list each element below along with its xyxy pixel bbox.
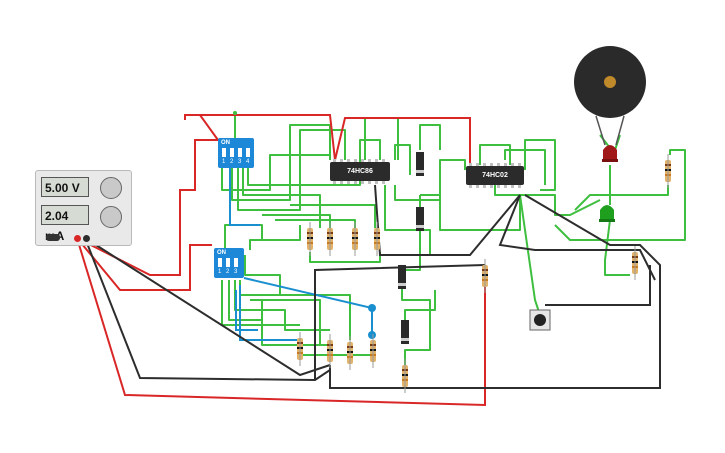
chip-74hc86[interactable]: 74HC86 — [330, 159, 390, 184]
dip-position-label: 4 — [246, 159, 250, 165]
dip-toggle[interactable] — [226, 258, 230, 267]
blue-wires — [229, 168, 373, 341]
dip-toggle[interactable] — [218, 258, 222, 267]
black-wires — [84, 184, 661, 389]
chip-pins — [333, 181, 387, 184]
chip-label: 74HC02 — [482, 172, 508, 179]
dip-on-label: ON — [217, 250, 226, 256]
push-button — [529, 309, 551, 331]
chip-pins — [469, 163, 521, 166]
red-led — [602, 145, 618, 162]
dip-position-label: 2 — [226, 269, 230, 275]
dip-toggle[interactable] — [246, 148, 250, 157]
dip-switch-3[interactable]: ON 1 2 3 — [214, 248, 244, 278]
chip-74hc02[interactable]: 74HC02 — [466, 163, 524, 188]
dip-position-label: 3 — [238, 159, 242, 165]
power-supply[interactable]: 5.00 V 2.04 mA — [35, 170, 132, 246]
current-knob[interactable] — [100, 206, 122, 228]
blue-junction — [368, 331, 376, 339]
dip-position-label: 2 — [230, 159, 234, 165]
buzzer — [574, 46, 646, 146]
chip-pins — [333, 159, 387, 162]
dip-position-label: 1 — [222, 159, 226, 165]
positive-terminal[interactable] — [74, 235, 81, 242]
voltage-display: 5.00 V — [41, 177, 89, 197]
diodes — [398, 152, 424, 344]
dip-toggle[interactable] — [222, 148, 226, 157]
blue-junction — [368, 304, 376, 312]
red-wires — [76, 114, 486, 407]
voltage-knob[interactable] — [100, 177, 122, 199]
dip-toggle[interactable] — [234, 258, 238, 267]
wire-dots — [233, 111, 237, 115]
dip-toggle[interactable] — [230, 148, 234, 157]
dip-position-label: 3 — [234, 269, 238, 275]
current-display: 2.04 mA — [41, 205, 89, 243]
dip-on-label: ON — [221, 140, 230, 146]
power-switch[interactable] — [46, 234, 60, 241]
green-led — [599, 205, 615, 222]
dip-switch-4[interactable]: ON 1 2 3 4 — [218, 138, 254, 168]
negative-terminal[interactable] — [83, 235, 90, 242]
chip-pins — [469, 185, 521, 188]
dip-position-label: 1 — [218, 269, 222, 275]
dip-toggle[interactable] — [238, 148, 242, 157]
chip-label: 74HC86 — [347, 168, 373, 175]
resistors — [297, 154, 671, 393]
